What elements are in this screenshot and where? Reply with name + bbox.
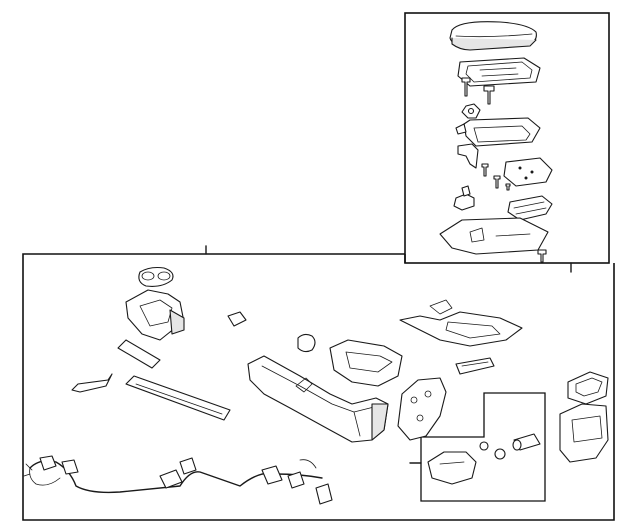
base-plate-part (439, 217, 549, 255)
armrest-detail-frame (404, 12, 610, 264)
cup-holder-ring-part (138, 266, 174, 287)
cup-holder-insert-part (125, 289, 185, 341)
side-bracket-part (397, 377, 447, 441)
small-bracket-part (71, 373, 113, 393)
trim-strip-part (117, 339, 161, 369)
cover-plate-part (503, 157, 553, 187)
spring-bracket-part (507, 195, 553, 221)
leader-lines (205, 245, 572, 464)
side-trim-panel-part (125, 375, 231, 421)
storage-bin-tray-part (455, 117, 541, 147)
switch-bezel-part (455, 357, 495, 375)
small-screws-part (481, 163, 511, 191)
inset-frame (420, 392, 546, 502)
switch-assembly-part (427, 451, 477, 485)
armrest-hinge-plate-part (457, 57, 541, 87)
armrest-lid-part (449, 21, 537, 51)
connector-part (479, 433, 541, 460)
clip-part (227, 311, 247, 327)
latch-part (461, 103, 481, 119)
release-handle-part (453, 185, 475, 211)
bracket-part (457, 143, 479, 169)
wiring-harness-part (23, 455, 333, 505)
cup-holder-knob-part (297, 333, 316, 353)
screw-part (461, 77, 495, 105)
bottom-screw-part (537, 249, 547, 263)
console-housing-part (247, 355, 389, 443)
rear-panel-part (559, 403, 609, 463)
bezel-part (567, 371, 609, 405)
storage-box-part (329, 339, 403, 387)
shifter-bezel-part (399, 299, 523, 347)
